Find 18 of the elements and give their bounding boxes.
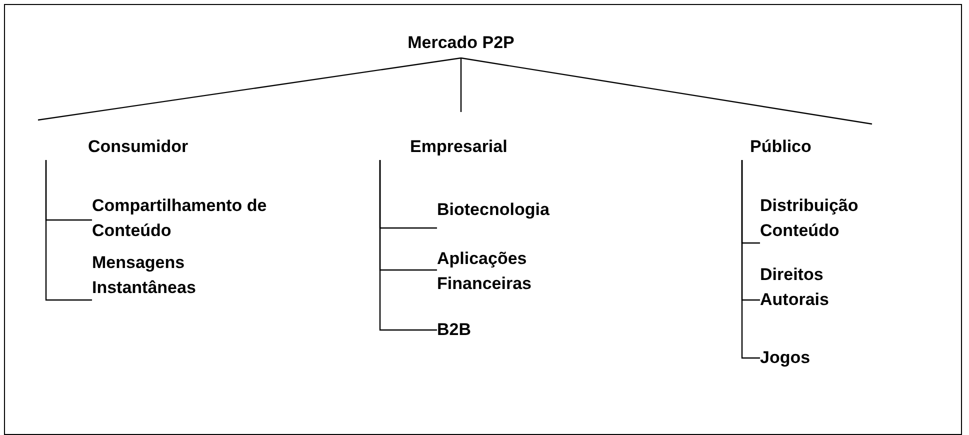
connector-line — [379, 160, 437, 331]
node-label: Público — [750, 124, 872, 160]
connector-line — [38, 57, 462, 121]
node-label: Aplicações Financeiras — [437, 246, 587, 296]
connector-line — [460, 57, 872, 125]
connector-line — [741, 160, 760, 359]
node-label: Mensagens Instantâneas — [92, 250, 252, 300]
node-label: Consumidor — [38, 120, 250, 160]
connector-line — [460, 58, 462, 112]
node-label: Empresarial — [405, 112, 517, 160]
node-label: Distribuição Conteúdo — [760, 193, 920, 243]
node-label: Mercado P2P — [386, 28, 536, 58]
node-label: Jogos — [760, 345, 840, 370]
node-label: B2B — [437, 317, 497, 342]
node-label: Biotecnologia — [437, 197, 587, 222]
connector-line — [45, 160, 92, 301]
node-label: Direitos Autorais — [760, 262, 870, 312]
node-label: Compartilhamento de Conteúdo — [92, 193, 307, 243]
